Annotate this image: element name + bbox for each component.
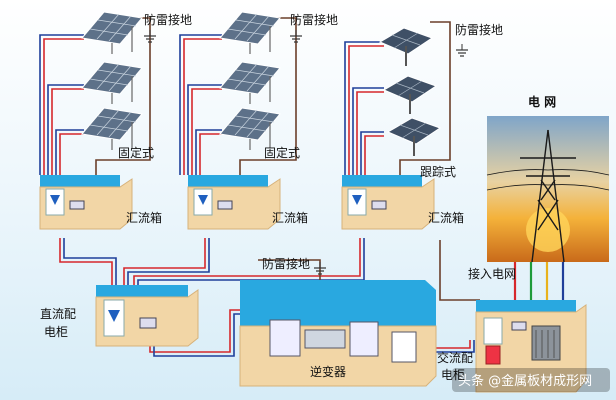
combiner-box-label: 汇流箱	[272, 210, 308, 225]
fixed-mount-label: 固定式	[118, 145, 154, 160]
transformer-icon	[531, 325, 561, 361]
cabinet-icon	[95, 285, 199, 347]
lightning-ground-label: 防雷接地	[290, 12, 338, 27]
inverter-platform	[239, 280, 437, 387]
ac-cabinet-label: 交流配	[437, 350, 473, 365]
dc-cabinet-label: 直流配	[40, 307, 76, 321]
lightning-ground-label: 防雷接地	[455, 22, 503, 37]
combiner-box-label: 汇流箱	[126, 210, 162, 225]
diagram-labels: 防雷接地 防雷接地 防雷接地 防雷接地 固定式 固定式 跟踪式 汇流箱 汇流箱 …	[40, 12, 556, 382]
tracker-panel-icon	[379, 27, 441, 157]
lightning-ground-label: 防雷接地	[262, 256, 310, 271]
transmission-tower-icon	[486, 129, 610, 263]
solar-panel-icon	[81, 11, 143, 151]
lightning-ground-label: 防雷接地	[144, 12, 192, 27]
dc-cabinet-label: 电柜	[44, 325, 68, 339]
ac-cabinet-label: 电柜	[441, 368, 465, 382]
grid-label: 电 网	[528, 94, 556, 109]
fixed-mount-label: 固定式	[264, 145, 300, 160]
tracking-mount-label: 跟踪式	[420, 165, 456, 179]
watermark-text: 头条 @金属板材成形网	[458, 373, 592, 389]
grid-connection-label: 接入电网	[468, 266, 516, 281]
combiner-box-label: 汇流箱	[428, 210, 464, 225]
inverter-label: 逆变器	[310, 364, 346, 379]
solar-panel-icon	[219, 11, 281, 151]
combiner-box-icon	[39, 174, 435, 230]
watermark: 头条 @金属板材成形网	[452, 368, 610, 392]
grid-photo	[486, 116, 610, 263]
